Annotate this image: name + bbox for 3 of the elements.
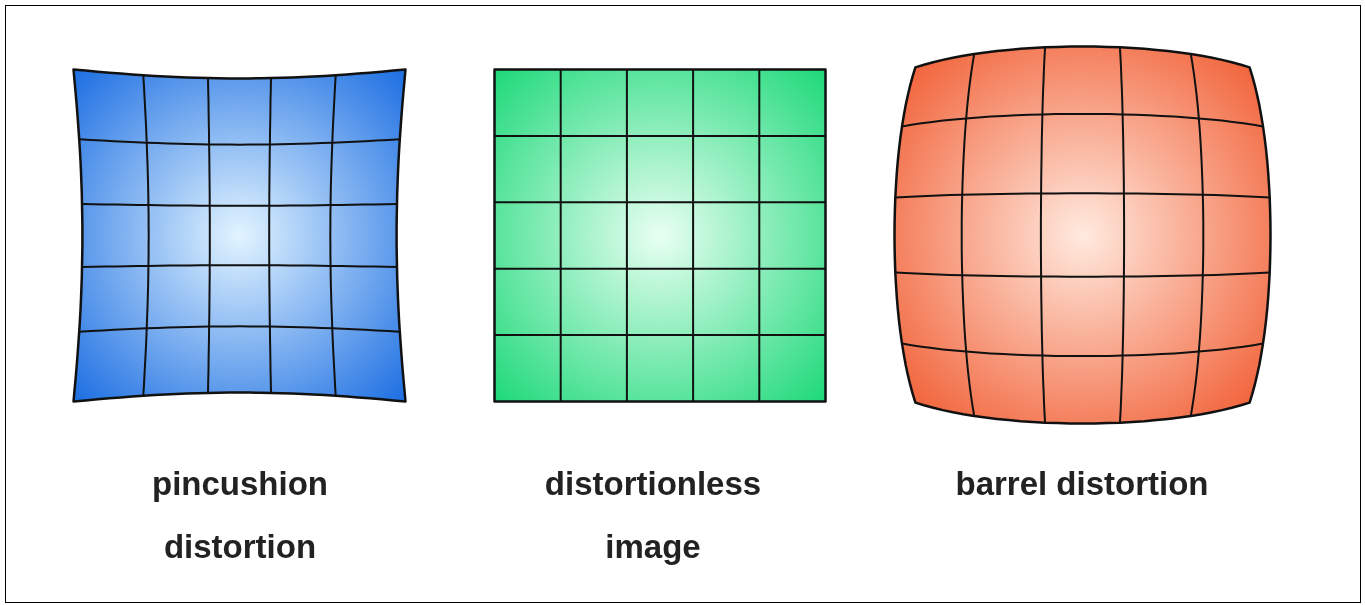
- caption: distortionless image: [543, 464, 763, 567]
- caption: pincushion distortion: [151, 464, 329, 567]
- caption: barrel distortion: [954, 464, 1210, 504]
